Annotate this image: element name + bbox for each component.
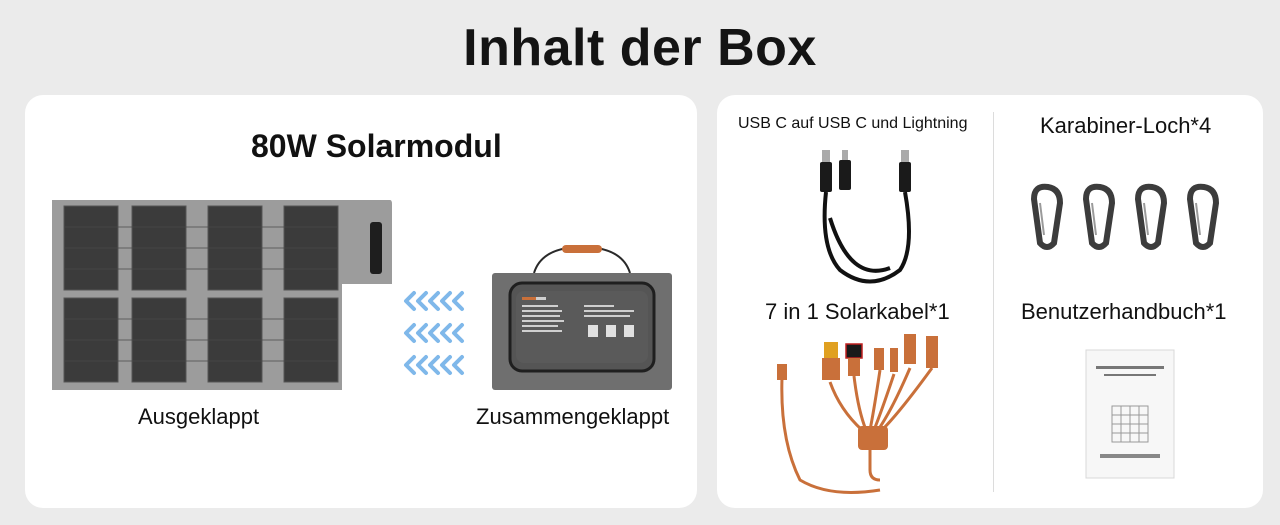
unfolded-solar-panel-image <box>52 200 392 390</box>
page-title: Inhalt der Box <box>463 19 817 77</box>
usb-cable-label: USB C auf USB C und Lightning <box>738 115 968 132</box>
folded-label: Zusammengeklappt <box>476 404 670 429</box>
carabiner-image <box>1030 183 1220 250</box>
accessories-divider <box>993 112 994 492</box>
usb-cable-image <box>820 150 911 284</box>
solar-cable-label: 7 in 1 Solarkabel*1 <box>765 299 950 324</box>
manual-label: Benutzerhandbuch*1 <box>1021 299 1227 324</box>
unfolded-label: Ausgeklappt <box>138 404 260 429</box>
fold-arrows-icon <box>404 291 464 375</box>
solar-panel-heading: 80W Solarmodul <box>251 128 502 164</box>
solar-cable-image <box>777 334 938 494</box>
manual-image <box>1085 349 1175 479</box>
folded-solar-panel-image <box>492 245 672 390</box>
carabiner-label: Karabiner-Loch*4 <box>1040 113 1212 138</box>
